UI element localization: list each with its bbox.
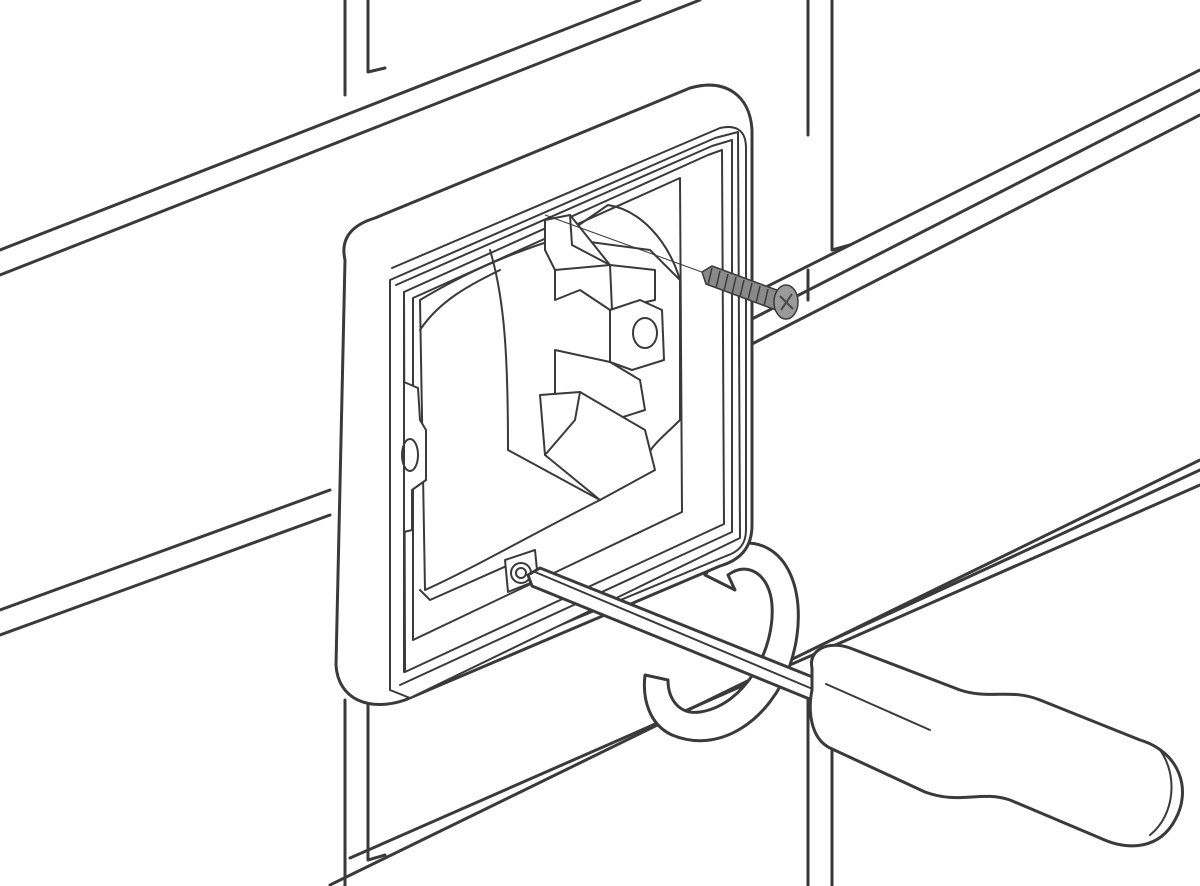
screwdriver-icon [526, 566, 1184, 848]
socket-insert [401, 204, 681, 601]
contact-block [609, 299, 665, 371]
earth-clip-upper [544, 214, 656, 311]
tile-grout-vertical [343, 0, 1200, 886]
screw-icon [544, 214, 799, 320]
circular-arrow-icon [642, 541, 800, 743]
side-clip-left [401, 381, 427, 533]
earth-clip-lower [539, 349, 656, 501]
